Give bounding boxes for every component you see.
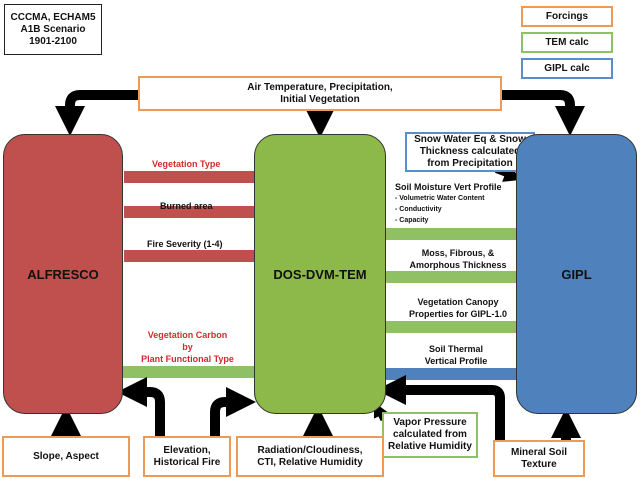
vapor-line-2: calculated from	[393, 429, 467, 440]
soil-moisture-label: Soil Moisture Vert Profile - Volumetric …	[395, 181, 502, 226]
canopy-label: Vegetation Canopy Properties for GIPL-1.…	[388, 296, 528, 320]
scenario-line-1: CCCMA, ECHAM5	[10, 11, 96, 23]
arrow-fire-severity	[124, 243, 274, 269]
alfresco-label: ALFRESCO	[27, 266, 99, 282]
radiation-line-2: CTI, Relative Humidity	[257, 456, 363, 468]
forcing-arrow-to-gipl	[500, 90, 585, 136]
snow-line-3: from Precipitation	[427, 158, 513, 169]
elevation-line-1: Elevation,	[163, 444, 211, 456]
snow-line-2: Thickness calculated	[419, 146, 521, 157]
mineral-arrow-to-dvm	[376, 375, 505, 440]
mineral-line-1: Mineral Soil	[510, 446, 568, 458]
arrow-soil-moisture	[386, 221, 536, 247]
arrow-burned-area	[124, 199, 274, 225]
mineral-line-2: Texture	[521, 458, 557, 470]
soil-thermal-line-1: Soil Thermal	[428, 344, 483, 354]
climate-forcing-line-1: Air Temperature, Precipitation,	[247, 81, 393, 93]
slope-aspect-box: Slope, Aspect	[2, 436, 130, 477]
vegetation-carbon-label: Vegetation Carbon by Plant Functional Ty…	[125, 329, 250, 365]
veg-carbon-line-3: Plant Functional Type	[141, 354, 234, 364]
vapor-line-1: Vapor Pressure	[393, 417, 467, 428]
vapor-line-3: Relative Humidity	[388, 441, 472, 452]
elevation-arrow	[117, 377, 165, 436]
dvm-tem-label: DOS-DVM-TEM	[273, 266, 367, 282]
snow-line-1: Snow Water Eq & Snow	[414, 134, 526, 145]
scenario-line-3: 1901-2100	[29, 35, 77, 47]
arrow-canopy	[386, 314, 536, 340]
canopy-line-2: Properties for GIPL-1.0	[408, 309, 508, 319]
alfresco-model: ALFRESCO	[3, 134, 123, 414]
moss-thickness-label: Moss, Fibrous, & Amorphous Thickness	[388, 247, 528, 271]
arrow-moss-thickness	[386, 264, 536, 290]
elevation-arrow-to-dvm	[210, 387, 256, 436]
forcing-arrow-to-alfresco	[55, 90, 140, 136]
legend-tem-calc: TEM calc	[521, 32, 613, 53]
snow-calc-box: Snow Water Eq & Snow Thickness calculate…	[405, 132, 535, 172]
moss-line-2: Amorphous Thickness	[409, 260, 507, 270]
soil-item-2: - Conductivity	[395, 206, 442, 213]
gipl-model: GIPL	[516, 134, 637, 414]
legend-gipl-calc: GIPL calc	[521, 58, 613, 79]
moss-line-1: Moss, Fibrous, &	[421, 248, 495, 258]
slope-aspect-label: Slope, Aspect	[33, 450, 99, 462]
legend-tem-calc-label: TEM calc	[545, 36, 589, 48]
soil-moisture-title: Soil Moisture Vert Profile	[395, 182, 502, 192]
elevation-line-2: Historical Fire	[153, 456, 221, 468]
scenario-line-2: A1B Scenario	[20, 23, 86, 35]
gipl-label: GIPL	[561, 266, 592, 282]
elevation-box: Elevation, Historical Fire	[143, 436, 231, 477]
legend-gipl-calc-label: GIPL calc	[544, 62, 590, 74]
scenario-box: CCCMA, ECHAM5 A1B Scenario 1901-2100	[4, 4, 102, 55]
climate-forcing-box: Air Temperature, Precipitation, Initial …	[138, 76, 502, 111]
soil-thermal-label: Soil Thermal Vertical Profile	[394, 343, 518, 367]
soil-item-1: - Volumetric Water Content	[395, 195, 485, 202]
burned-area-label: Burned area	[160, 201, 213, 211]
veg-carbon-line-1: Vegetation Carbon	[147, 330, 228, 340]
legend-forcings: Forcings	[521, 6, 613, 27]
radiation-box: Radiation/Cloudiness, CTI, Relative Humi…	[236, 436, 384, 477]
soil-item-3: - Capacity	[395, 217, 429, 224]
soil-thermal-line-2: Vertical Profile	[424, 356, 488, 366]
arrow-vegetation-type	[124, 164, 274, 190]
vegetation-type-label: Vegetation Type	[152, 159, 221, 169]
canopy-line-1: Vegetation Canopy	[417, 297, 499, 307]
climate-forcing-line-2: Initial Vegetation	[280, 93, 360, 105]
veg-carbon-line-2: by	[182, 342, 193, 352]
fire-severity-label: Fire Severity (1-4)	[147, 239, 223, 249]
mineral-soil-box: Mineral Soil Texture	[493, 440, 585, 477]
vapor-pressure-box: Vapor Pressure calculated from Relative …	[382, 412, 478, 458]
radiation-line-1: Radiation/Cloudiness,	[257, 444, 363, 456]
arrow-soil-thermal	[366, 361, 516, 387]
legend-forcings-label: Forcings	[545, 10, 589, 22]
dvm-tem-model: DOS-DVM-TEM	[254, 134, 386, 414]
arrow-vegetation-carbon	[100, 359, 254, 385]
